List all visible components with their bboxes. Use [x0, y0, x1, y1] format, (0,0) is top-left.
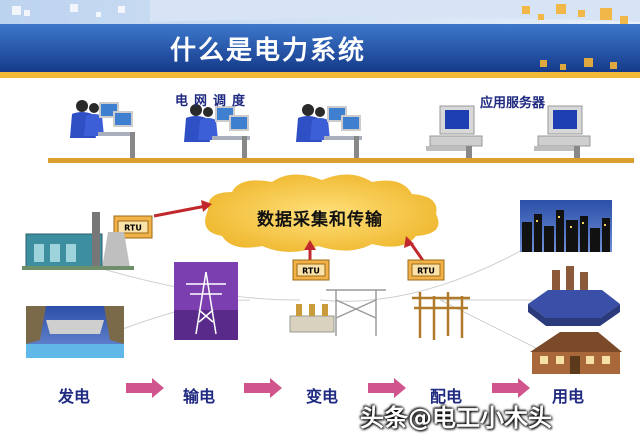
step-transformation: 变电: [306, 387, 339, 406]
transmission-tower-icon: [174, 262, 238, 340]
rtu-label: RTU: [124, 224, 142, 233]
operator-station-3: [296, 104, 362, 158]
step-transmission: 输电: [183, 387, 216, 406]
rtu-uplink-arrows: [153, 200, 426, 263]
factory-icon: [528, 266, 620, 326]
hydro-dam-icon: [26, 306, 124, 358]
cloud-label: 数据采集和传输: [257, 210, 383, 230]
power-plant-icon: [22, 212, 134, 270]
step-generation: 发电: [58, 387, 91, 406]
data-bus-line: [48, 158, 634, 163]
header-banner: [0, 0, 640, 78]
rtu-label: RTU: [302, 267, 320, 276]
house-icon: [530, 332, 622, 374]
data-collection-cloud: [205, 174, 439, 252]
distribution-poles-icon: [412, 292, 470, 340]
step-distribution: 配电: [430, 387, 463, 406]
grid-dispatch-label: 电网调度: [175, 94, 252, 109]
operator-station-1: [70, 100, 135, 158]
rtu-box-2: RTU: [292, 259, 330, 281]
step-consumption: 用电: [552, 387, 585, 406]
operator-station-2: [184, 104, 250, 158]
server-computer-1: [426, 105, 483, 158]
server-label: 应用服务器: [480, 96, 546, 111]
rtu-box-3: RTU: [407, 259, 445, 281]
server-computer-2: [534, 105, 591, 158]
city-skyline-icon: [520, 200, 612, 252]
page-title: 什么是电力系统: [170, 36, 367, 66]
watermark: 头条@电工小木头: [360, 404, 552, 432]
substation-icon: [289, 289, 386, 336]
rtu-label: RTU: [417, 267, 435, 276]
flow-arrows: [126, 378, 530, 398]
